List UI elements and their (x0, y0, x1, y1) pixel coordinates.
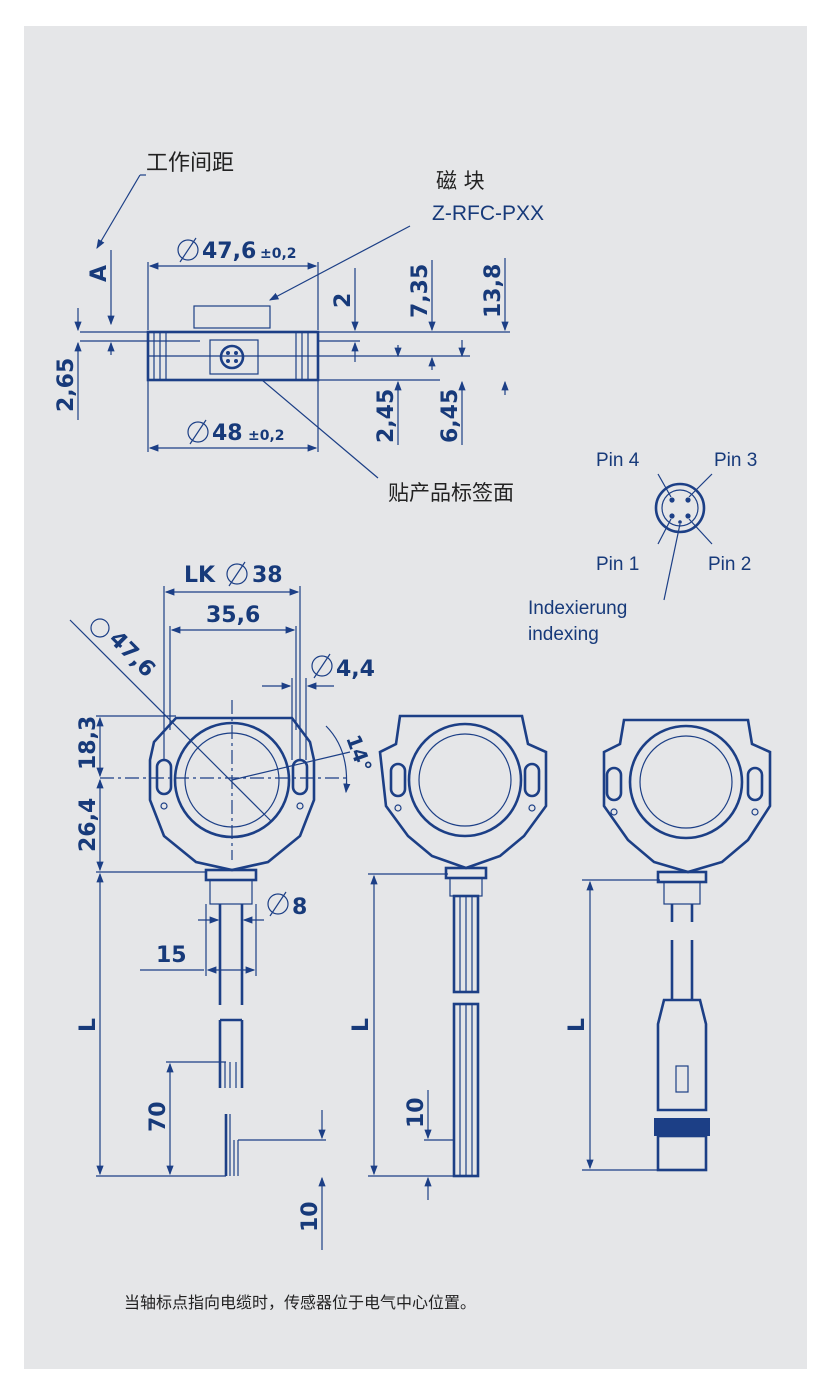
dim-length-l-2: L (349, 1018, 374, 1032)
dim-diameter-8: 8 (292, 895, 307, 920)
dim-length-l-3: L (565, 1018, 590, 1032)
dim-tolerance-1: ±0,2 (260, 246, 297, 262)
footnote: 当轴标点指向电缆时，传感器位于电气中心位置。 (124, 1293, 476, 1312)
dim-diameter-47-6: 47,6 (202, 239, 256, 264)
indexing-en-label: indexing (528, 624, 599, 645)
pin-3-label: Pin 3 (714, 450, 757, 471)
dim-lk-label: LK (184, 563, 216, 588)
dim-6-45: 6,45 (438, 389, 463, 443)
dim-15: 15 (156, 943, 187, 968)
indexing-de-label: Indexierung (528, 598, 627, 619)
dim-10-b: 10 (404, 1097, 429, 1128)
front-view-connector: L (565, 718, 772, 1172)
dim-diameter-48: 48 (212, 421, 243, 446)
label-face-text: 贴产品标签面 (388, 481, 514, 505)
dim-2: 2 (331, 293, 356, 308)
dim-70: 70 (146, 1101, 171, 1132)
pin-4-label: Pin 4 (596, 450, 640, 471)
dim-26-4: 26,4 (76, 798, 101, 852)
dim-a: A (87, 265, 112, 282)
dim-2-65: 2,65 (54, 358, 79, 412)
side-view: 工作间距 磁 块 Z-RFC-PXX 47,6 ±0,2 (54, 151, 544, 505)
drawing-sheet (24, 26, 807, 1369)
dim-2-45: 2,45 (374, 389, 399, 443)
dim-lk-value: 38 (252, 563, 283, 588)
magnet-part-number: Z-RFC-PXX (432, 202, 544, 225)
dim-13-8: 13,8 (481, 264, 506, 318)
pin-diagram: Pin 4 Pin 3 Pin 1 Pin 2 Indexierung inde… (528, 450, 757, 645)
dim-tolerance-2: ±0,2 (248, 428, 285, 444)
dim-diameter-47-6-front: 47,6 (104, 627, 160, 683)
dim-length-l-1: L (76, 1018, 101, 1032)
pin-2-label: Pin 2 (708, 554, 751, 575)
working-distance-label: 工作间距 (146, 151, 234, 176)
dim-angle-14: 14° (341, 732, 376, 776)
dim-18-3: 18,3 (76, 716, 101, 770)
front-view-flat-cable: L 10 (349, 714, 548, 1200)
magnet-label: 磁 块 (436, 169, 485, 193)
pin-1-label: Pin 1 (596, 554, 639, 575)
dim-10-a: 10 (298, 1201, 323, 1232)
dim-7-35: 7,35 (408, 264, 433, 318)
dim-diameter-4-4: 4,4 (336, 657, 375, 682)
front-view-cable: LK 38 35,6 47,6 4,4 14° 18,3 26,4 (69, 561, 377, 1250)
dim-35-6: 35,6 (206, 603, 260, 628)
